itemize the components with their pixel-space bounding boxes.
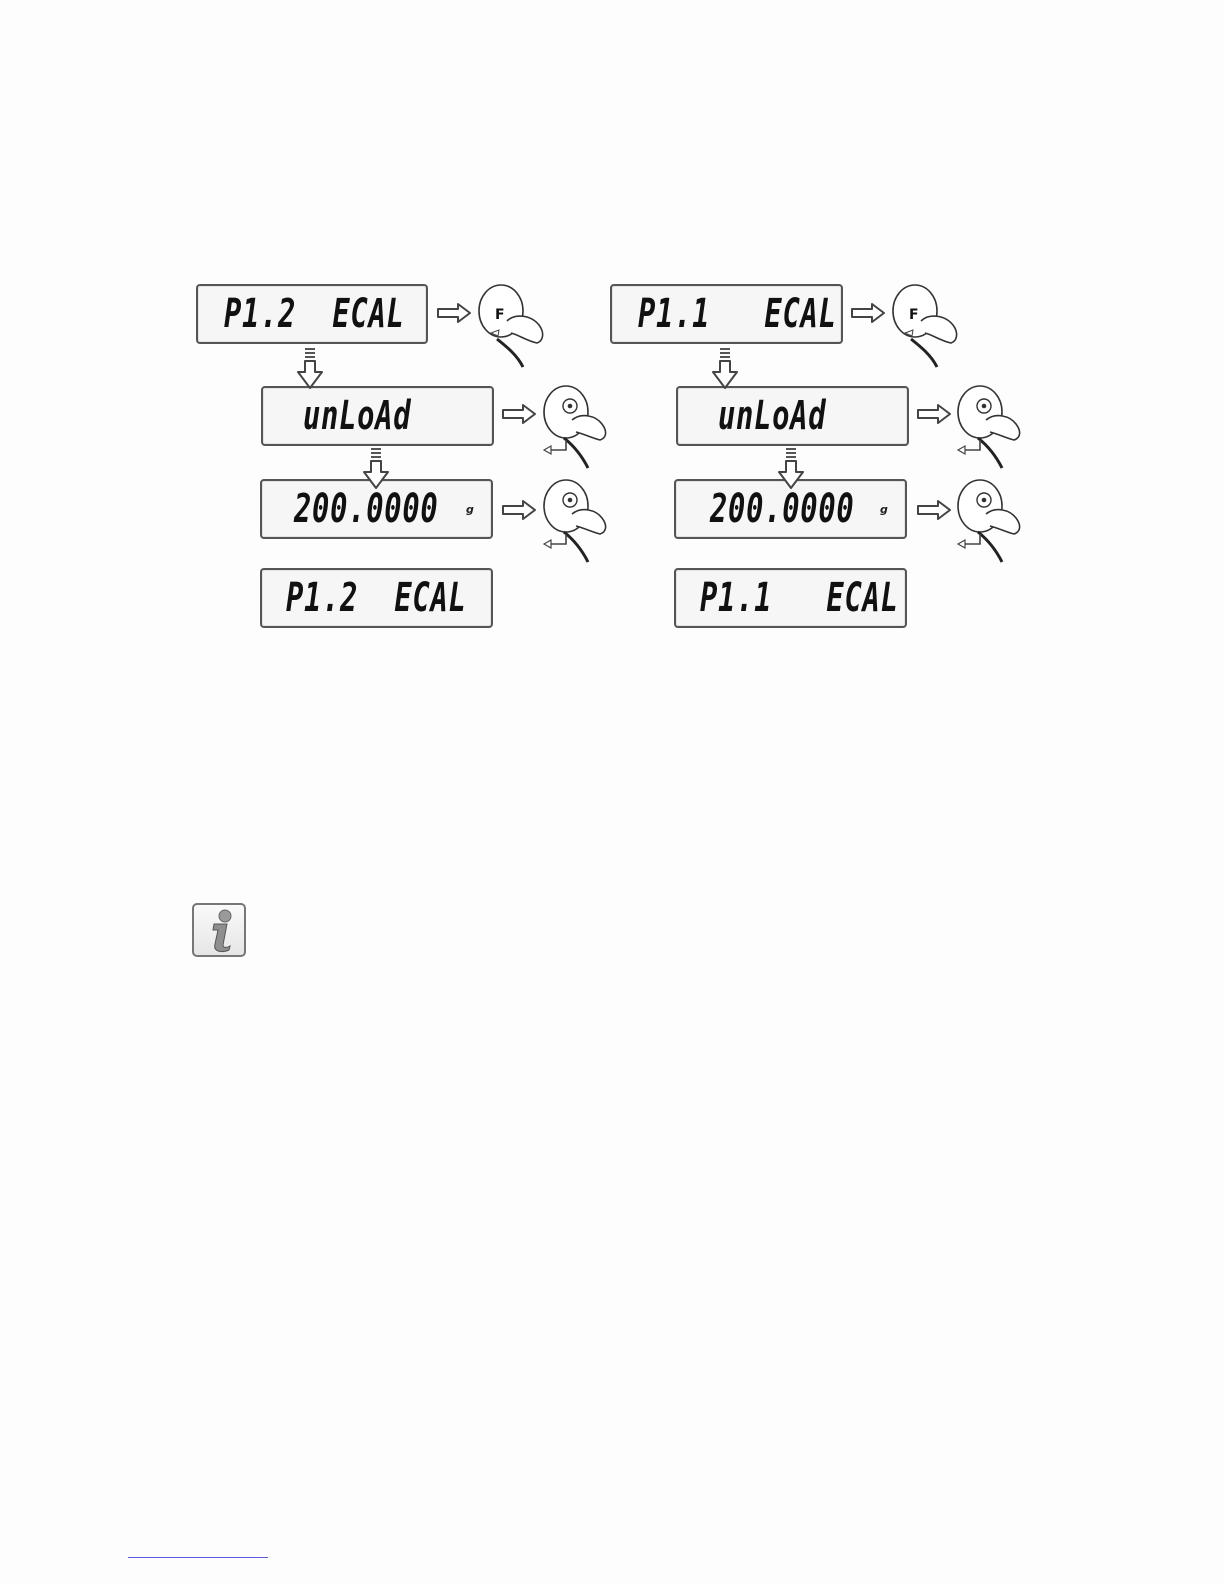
- key-f-label: F: [909, 307, 919, 323]
- diagram-arrows: F F: [188, 282, 1028, 637]
- right-arrow-icon: [438, 304, 470, 322]
- right-arrow-icon: [918, 501, 950, 519]
- right-arrow-icon: [503, 405, 535, 423]
- down-arrow-icon: [364, 448, 388, 488]
- down-arrow-icon: [779, 448, 803, 488]
- right-arrow-icon: [918, 405, 950, 423]
- right-arrow-icon: [852, 304, 884, 322]
- footer-rule: [128, 1557, 268, 1558]
- key-f-label: F: [495, 307, 505, 323]
- enter-key-icon: [958, 480, 1020, 562]
- down-arrow-icon: [713, 348, 737, 388]
- enter-key-icon: [544, 480, 606, 562]
- right-arrow-icon: [503, 501, 535, 519]
- calibration-diagram: P1.2 ECAL unLoAd 200.0000 g P1.2 ECAL P1…: [188, 282, 1028, 637]
- finger-press-icon: F: [893, 285, 957, 367]
- info-icon: [192, 903, 246, 957]
- finger-press-icon: F: [479, 285, 543, 367]
- enter-key-icon: [958, 386, 1020, 468]
- down-arrow-icon: [298, 348, 322, 388]
- enter-key-icon: [544, 386, 606, 468]
